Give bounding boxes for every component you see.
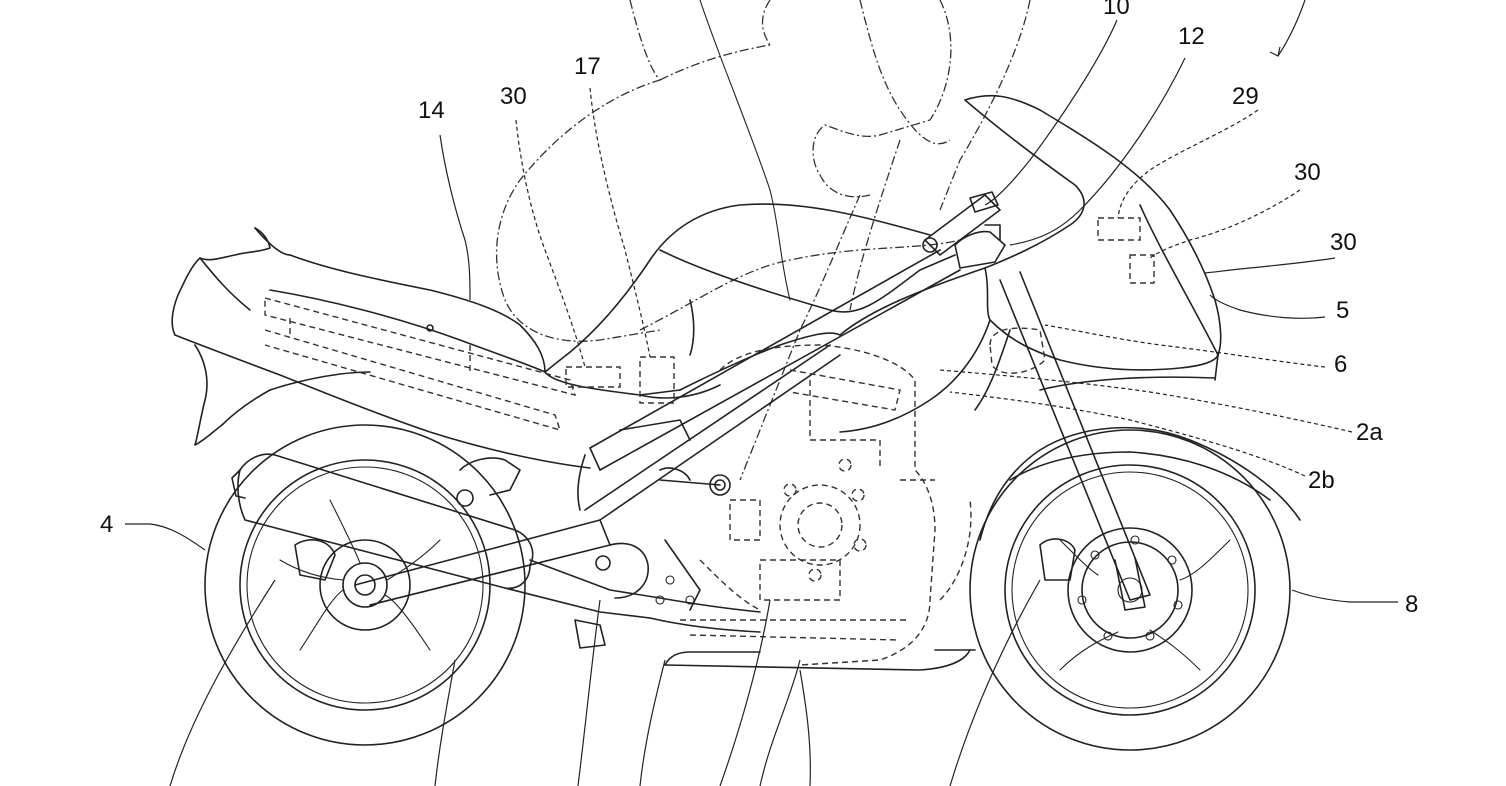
label-30-a: 30 <box>500 83 527 110</box>
seat-outline <box>289 254 546 373</box>
unit-30-front <box>1129 254 1155 284</box>
label-30-c: 30 <box>1330 229 1357 256</box>
label-30-b: 30 <box>1294 159 1321 186</box>
handlebar <box>922 191 1006 269</box>
lower-fairing <box>664 649 976 671</box>
fuel-tank-top <box>649 203 931 261</box>
exhaust-muffler <box>231 453 761 633</box>
leader-lines <box>125 0 1398 786</box>
front-wheel <box>969 429 1291 751</box>
rider-silhouette <box>496 0 1031 481</box>
label-6: 6 <box>1334 351 1347 378</box>
windscreen-outline <box>964 94 1222 356</box>
label-10: 10 <box>1103 0 1130 20</box>
label-8: 8 <box>1405 591 1418 618</box>
label-5: 5 <box>1336 297 1349 324</box>
label-2b: 2b <box>1308 467 1335 494</box>
swingarm <box>354 457 731 649</box>
label-12: 12 <box>1178 23 1205 50</box>
label-2a: 2a <box>1356 419 1383 446</box>
label-29: 29 <box>1232 83 1259 110</box>
rear-tire-outer <box>204 424 526 746</box>
label-4: 4 <box>100 511 113 538</box>
rear-tail <box>171 227 591 469</box>
unit-29 <box>1097 217 1141 241</box>
unit-30-seat <box>565 366 621 388</box>
tank-and-seat <box>254 203 956 399</box>
sensor-units <box>565 217 1155 404</box>
label-14: 14 <box>418 97 445 124</box>
front-fork <box>979 271 1301 611</box>
label-17: 17 <box>574 53 601 80</box>
reference-numerals: 4 8 14 30 17 10 12 29 30 30 5 6 2a 2b <box>100 0 1418 618</box>
engine <box>680 344 972 666</box>
front-tire-outer <box>969 429 1291 751</box>
rear-wheel <box>204 424 526 746</box>
front-fairing <box>839 94 1222 433</box>
front-fender <box>979 426 1301 541</box>
